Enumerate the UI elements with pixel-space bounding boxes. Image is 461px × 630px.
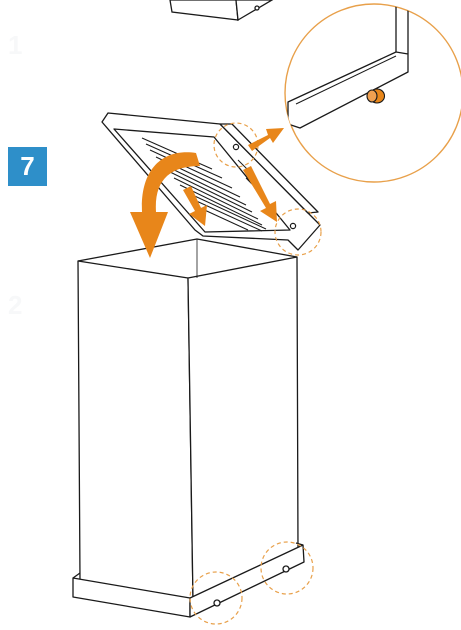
magnified-detail-icon <box>284 3 461 183</box>
lid-frame <box>101 112 321 251</box>
curved-arrow-icon <box>130 152 200 258</box>
screw-icon <box>213 565 290 607</box>
background-step-number: 1 <box>8 30 23 60</box>
bottom-callout-circles <box>189 541 314 625</box>
background-step-number: 2 <box>8 290 23 320</box>
step-number-badge: 7 <box>8 147 47 186</box>
previous-step-part <box>169 0 274 22</box>
box-body <box>77 238 299 601</box>
straight-arrow-icon <box>183 128 284 226</box>
screw-icon <box>232 143 297 230</box>
screw-icon <box>366 88 386 104</box>
bottom-rail <box>72 542 305 618</box>
